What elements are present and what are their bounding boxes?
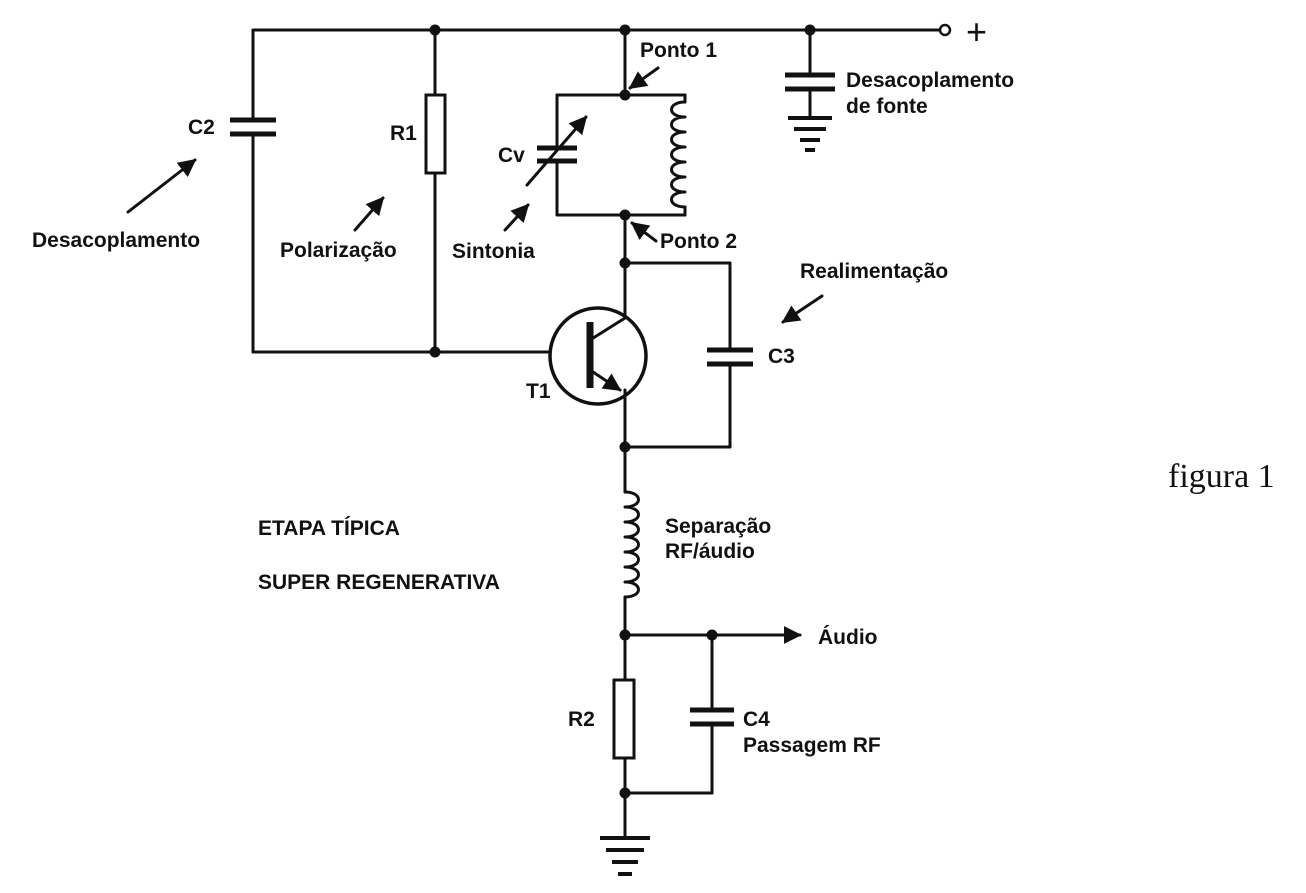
- ponto2-label: Ponto 2: [660, 230, 737, 253]
- r2-label: R2: [568, 708, 595, 731]
- rf-choke-inductor: [623, 490, 640, 682]
- ponto1-arrow: [628, 66, 660, 90]
- separacao-label-2: RF/áudio: [665, 540, 755, 563]
- realimentacao-arrow: [781, 294, 824, 324]
- ground-symbol-bottom: [600, 836, 650, 876]
- desacoplamento-arrow: [126, 158, 197, 214]
- transistor-t1: [548, 306, 648, 406]
- c4-label: C4: [743, 708, 770, 731]
- desacoplamento-fonte-label-2: de fonte: [846, 95, 928, 118]
- passagem-rf-label: Passagem RF: [743, 734, 881, 757]
- figure-caption: figura 1: [1168, 458, 1275, 495]
- etapa-tipica-label: ETAPA TÍPICA: [258, 517, 400, 540]
- tank-circuit: [525, 93, 687, 217]
- sintonia-label: Sintonia: [452, 240, 535, 263]
- r1-label: R1: [390, 122, 417, 145]
- t1-label: T1: [526, 380, 551, 403]
- capacitor-c2: [230, 28, 276, 354]
- resistor-r2: [612, 678, 636, 760]
- junction-dots: [429, 24, 816, 799]
- sintonia-arrow: [503, 203, 530, 232]
- super-regenerativa-label: SUPER REGENERATIVA: [258, 571, 500, 594]
- supply-decoupling-capacitor: [785, 28, 835, 120]
- capacitor-c4: [623, 633, 734, 795]
- c2-label: C2: [188, 116, 215, 139]
- desacoplamento-label: Desacoplamento: [32, 229, 200, 252]
- polarizacao-arrow: [353, 196, 385, 232]
- desacoplamento-fonte-label-1: Desacoplamento: [846, 69, 1014, 92]
- ground-symbol-top: [788, 116, 832, 152]
- c3-label: C3: [768, 345, 795, 368]
- resistor-r1: [424, 28, 447, 354]
- capacitor-c3: [623, 261, 753, 449]
- audio-label: Áudio: [818, 626, 877, 649]
- realimentacao-label: Realimentação: [800, 260, 948, 283]
- positive-rail: [251, 23, 952, 37]
- ponto1-label: Ponto 1: [640, 39, 717, 62]
- cv-label: Cv: [498, 144, 525, 167]
- separacao-label-1: Separação: [665, 515, 771, 538]
- plus-terminal-label: +: [966, 11, 987, 52]
- polarizacao-label: Polarização: [280, 239, 397, 262]
- ponto2-arrow: [630, 221, 658, 243]
